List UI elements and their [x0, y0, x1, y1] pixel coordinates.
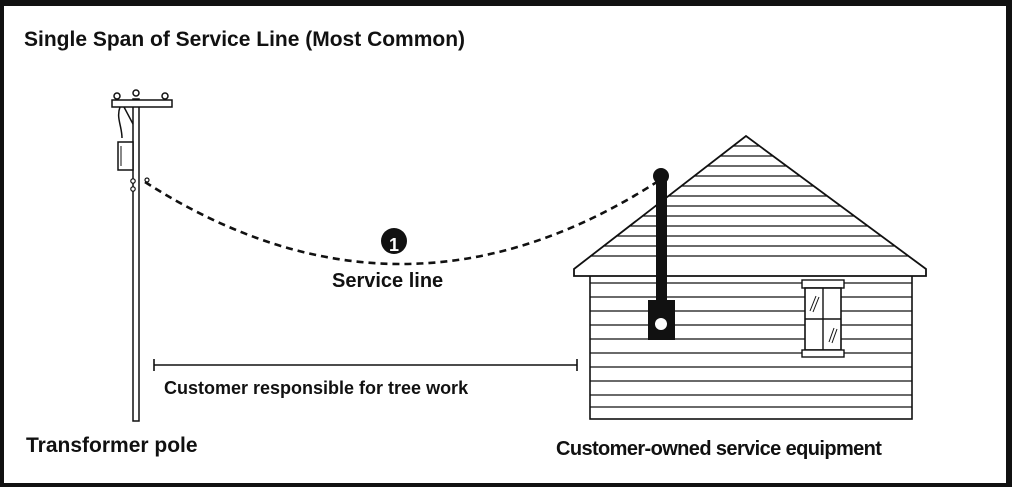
pole-shaft: [132, 98, 140, 422]
meter-face: [655, 318, 667, 330]
pole-crossarm: [111, 99, 173, 108]
responsibility-label: Customer responsible for tree work: [164, 378, 469, 398]
service-line-number-badge: [381, 228, 407, 254]
transformer-can: [117, 141, 134, 171]
house-window: [801, 279, 845, 358]
insulator-right: [161, 92, 169, 100]
diagram-canvas: [111, 89, 927, 422]
transformer-pole-label: Transformer pole: [26, 434, 198, 457]
insulator-center: [132, 89, 140, 97]
house-wall: [589, 268, 913, 420]
responsibility-span: [153, 359, 578, 371]
transformer-pole: [111, 89, 173, 422]
service-line-label: Service line: [332, 270, 444, 292]
service-line-wire: [144, 176, 664, 266]
house: [573, 134, 927, 420]
wall-siding: [590, 282, 912, 408]
service-equipment: [648, 168, 675, 340]
service-mast: [656, 178, 667, 303]
service-equipment-label: Customer-owned service equipment: [556, 438, 882, 460]
diagram-title: Single Span of Service Line (Most Common…: [24, 28, 466, 51]
transformer-lead: [117, 106, 123, 139]
insulator-left: [113, 92, 121, 100]
service-line-number: 1: [388, 235, 399, 255]
